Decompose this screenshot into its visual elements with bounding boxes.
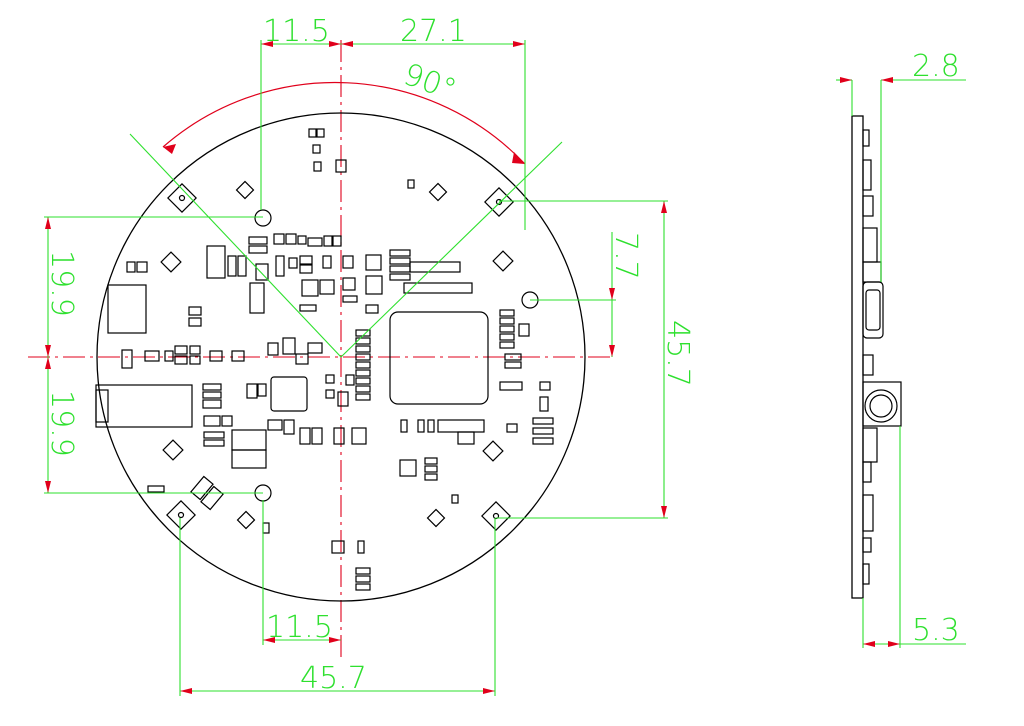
side-audio-jack-port-inner [869,394,893,418]
diamond-pad-lower-right [481,501,511,531]
diamond-pad-lower-left [166,500,196,530]
dim-5-3: 5.3 [912,613,960,648]
dim-11-5-top: 11.5 [263,14,330,49]
dim-19-9-upper: 19.9 [44,250,79,317]
dim-27-1: 27.1 [400,14,467,49]
side-arrowheads [840,77,900,647]
passive-components [121,128,554,591]
dim-45-7-horizontal: 45.7 [300,661,367,696]
side-audio-jack [862,381,902,427]
side-usb-connector [862,281,884,339]
angle-arc [162,81,526,165]
usb-connector [107,284,147,334]
side-components [862,129,882,585]
audio-jack-flange [95,389,109,423]
side-audio-jack-port [864,389,898,423]
side-pcb [851,115,864,599]
side-view: 2.8 5.3 [836,49,966,648]
main-processor-chip [389,311,489,405]
pcb-outline [96,112,586,602]
dim-19-9-lower: 19.9 [44,390,79,457]
dim-2-8: 2.8 [912,49,960,84]
diamond-pad-upper-right [484,187,514,217]
dimension-arrowheads [45,41,667,694]
dim-angle-90: 90° [399,57,461,108]
angle-arrow-right [512,152,525,164]
dim-7-7: 7.7 [608,232,643,280]
dim-45-7-vertical: 45.7 [660,320,695,387]
secondary-chip [270,376,308,412]
side-usb-inner [865,289,881,331]
angle-line-left [129,133,342,358]
dim-11-5-bottom: 11.5 [266,610,333,645]
mounting-hole-upper-left [254,209,272,227]
angle-arrow-left [163,144,176,154]
top-view: 90° 11.5 27.1 19.9 19.9 7.7 45.7 11.5 45… [28,14,695,696]
audio-jack [95,384,193,428]
diamond-pad-upper-left [167,183,197,213]
